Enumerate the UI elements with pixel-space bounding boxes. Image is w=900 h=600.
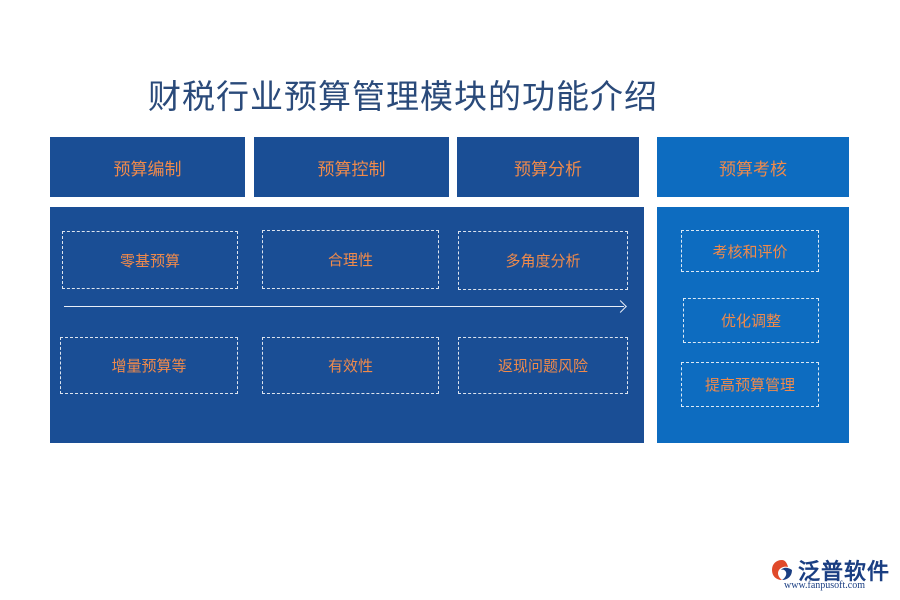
- item-optimize-adjust: 优化调整: [683, 298, 819, 343]
- logo-name: 泛普软件: [798, 560, 891, 585]
- header-budget-analysis: 预算分析: [457, 137, 639, 197]
- header-budget-compile: 预算编制: [50, 137, 245, 197]
- header-budget-assess: 预算考核: [657, 137, 849, 197]
- item-multi-angle-analysis: 多角度分析: [458, 231, 628, 290]
- item-assess-evaluate: 考核和评价: [681, 230, 819, 272]
- main-panel: [50, 207, 644, 443]
- item-improve-management: 提高预算管理: [681, 362, 819, 407]
- assess-panel: [657, 207, 849, 443]
- logo-url: www.fanpusoft.com: [784, 580, 866, 591]
- fanpu-logo-icon: [772, 560, 792, 580]
- item-zero-based-budget: 零基预算: [62, 231, 238, 289]
- item-rationality: 合理性: [262, 230, 439, 289]
- item-risk-issues: 返现问题风险: [458, 337, 628, 394]
- flow-arrow-line: [64, 306, 624, 307]
- brand-logo: 泛普软件: [770, 554, 890, 586]
- header-budget-control: 预算控制: [254, 137, 449, 197]
- page-title: 财税行业预算管理模块的功能介绍: [148, 77, 658, 116]
- item-effectiveness: 有效性: [262, 337, 439, 394]
- item-incremental-budget: 增量预算等: [60, 337, 238, 394]
